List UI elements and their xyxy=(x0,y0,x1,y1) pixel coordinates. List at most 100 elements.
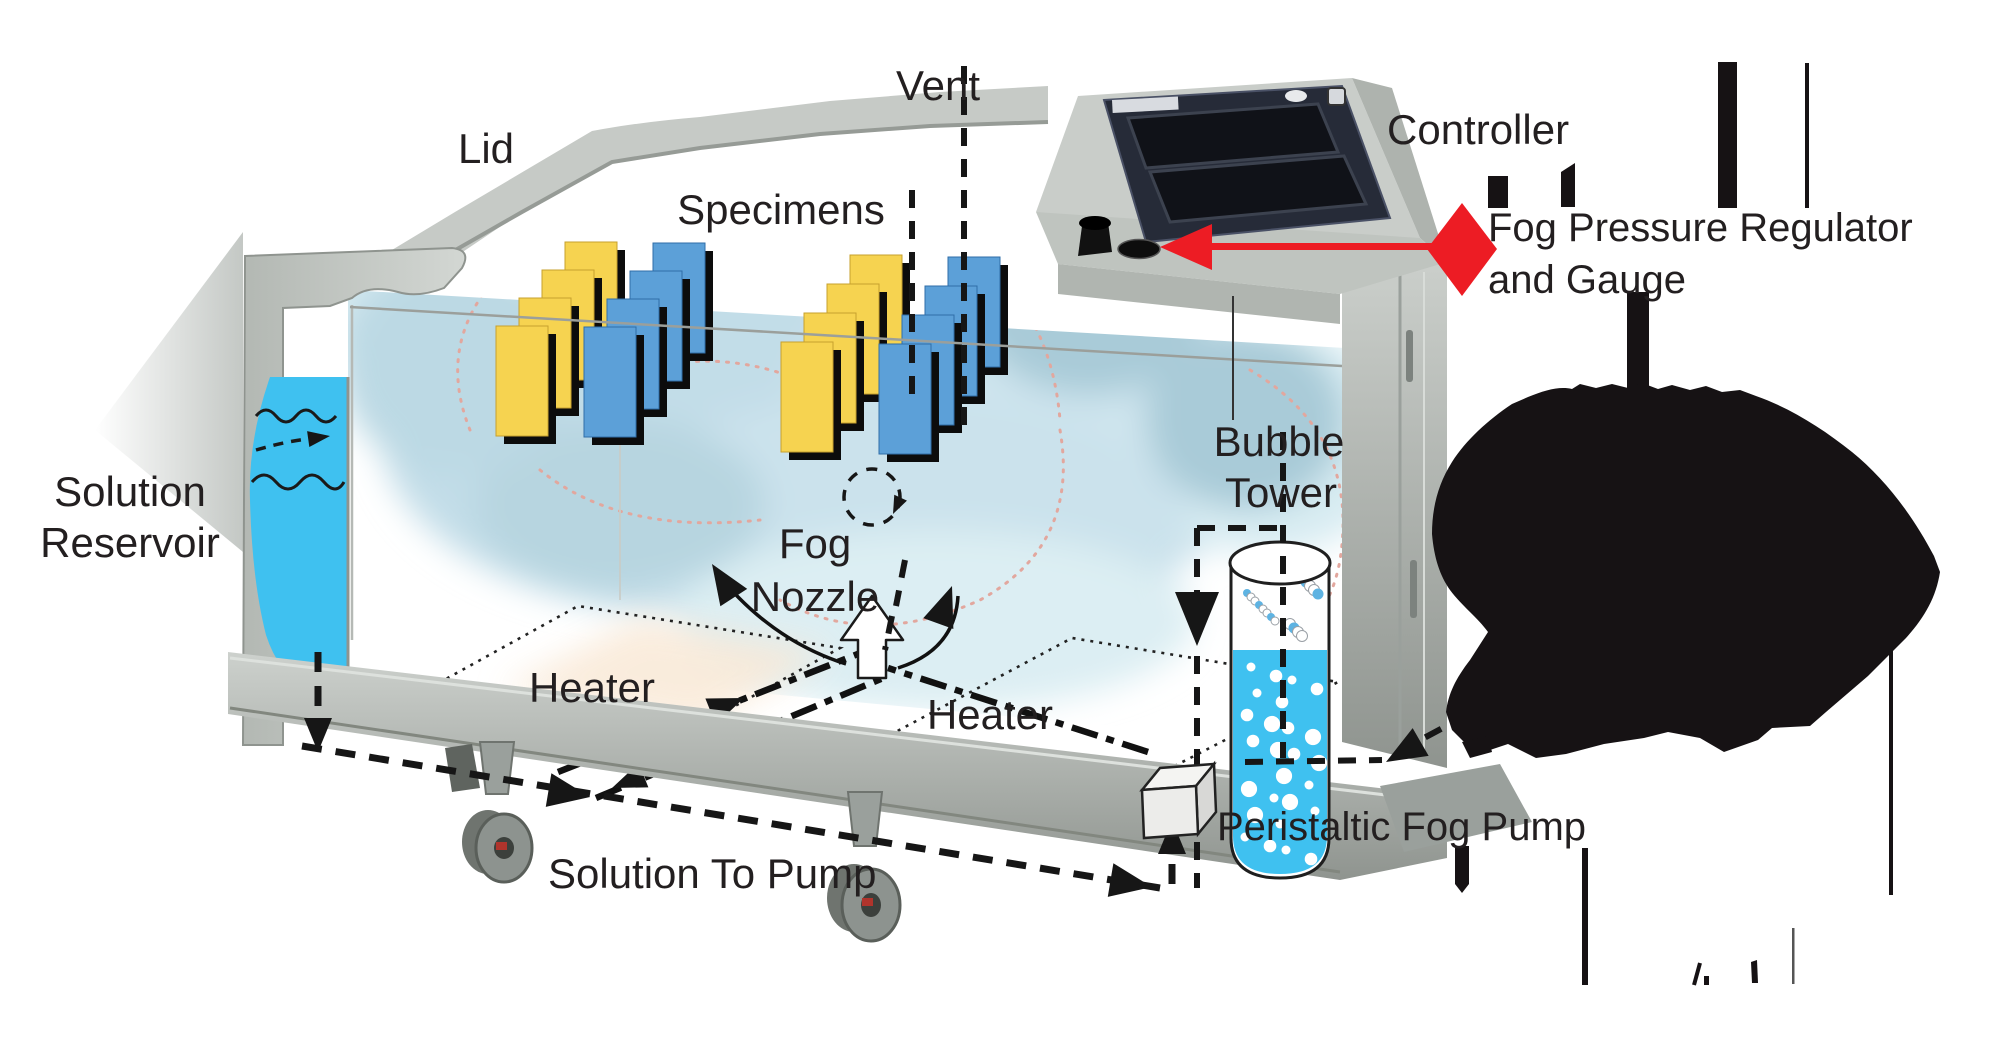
fog-spray-arc-right xyxy=(897,595,960,670)
water-flow-arrowhead xyxy=(307,431,330,447)
caster-rear-hint xyxy=(445,744,480,792)
bubble xyxy=(1304,780,1314,790)
blob-stem xyxy=(1627,292,1649,396)
artifact-mark xyxy=(1488,176,1508,208)
ink-artifacts xyxy=(1432,62,1940,986)
bubble xyxy=(1263,715,1281,733)
console-skirt xyxy=(1058,264,1340,324)
bubble-tower-bubbles xyxy=(1240,576,1328,866)
right-wall xyxy=(1342,242,1447,768)
fog-swirl xyxy=(778,428,1065,627)
bubble xyxy=(1275,819,1285,829)
fog-feed-line xyxy=(887,664,1149,756)
caster-brake-mark xyxy=(496,842,507,850)
bubble xyxy=(1269,793,1279,803)
fog-nozzle-arrow xyxy=(839,594,905,680)
power-knob-cap xyxy=(1079,216,1111,230)
label-reservoir: Reservoir xyxy=(40,519,220,566)
specimen-panel-blue xyxy=(878,343,932,455)
console-side xyxy=(1352,78,1447,262)
ink-blob-artifact xyxy=(1432,383,1940,758)
bubble xyxy=(1310,806,1320,816)
air-arrowhead xyxy=(1386,728,1429,762)
rail-right-foot xyxy=(1380,764,1532,852)
bubble xyxy=(1281,793,1299,811)
specimen-panel-yellow xyxy=(495,325,549,437)
bubble xyxy=(1275,767,1293,785)
controller-screen xyxy=(1125,102,1341,170)
bubble xyxy=(1304,852,1318,866)
bubble xyxy=(1240,832,1250,842)
label-heater-right: Heater xyxy=(927,691,1053,738)
controller-brand-strip xyxy=(1112,96,1179,113)
door-hinge xyxy=(1410,560,1417,618)
specimen-panel-blue xyxy=(583,326,637,438)
controller-screen xyxy=(1147,154,1369,224)
led-indicator xyxy=(1285,90,1307,102)
water-squiggle xyxy=(250,473,346,491)
label-bubble: Bubble xyxy=(1214,418,1345,465)
artifact-line xyxy=(1805,63,1809,208)
glass-edge-line xyxy=(349,305,1343,368)
bubble xyxy=(1287,675,1297,685)
bubble xyxy=(1252,688,1262,698)
peristaltic-pump xyxy=(1139,760,1218,840)
artifact-line xyxy=(1582,848,1588,985)
artifact-tick xyxy=(1692,962,1702,986)
spray-bubble xyxy=(1270,616,1280,626)
bubble xyxy=(1240,708,1254,722)
fog-pressure-dial xyxy=(1117,238,1161,260)
label-fog-pressure-line1: Fog Pressure Regulator xyxy=(1488,206,1913,250)
vent-lines xyxy=(842,66,967,651)
caster-front-left xyxy=(445,741,534,884)
machine-right-tower xyxy=(1342,242,1447,768)
flow-arrowhead-right xyxy=(545,773,590,807)
bubble xyxy=(1240,780,1258,798)
solution-reservoir xyxy=(249,377,350,695)
rail-shadow-line xyxy=(229,706,1341,874)
bubble xyxy=(1304,728,1322,746)
artifact-mark xyxy=(1561,163,1575,207)
artifact-dot xyxy=(1704,976,1709,985)
label-specimens: Specimens xyxy=(677,186,885,233)
solution-reservoir-liquid xyxy=(249,377,348,695)
wall-shadow-wedge xyxy=(95,232,243,552)
label-heater-left: Heater xyxy=(529,664,655,711)
bubble-tower xyxy=(1175,296,1467,888)
artifact-line xyxy=(1889,643,1893,895)
ink-blob-fragment xyxy=(1462,736,1492,758)
caster-stem xyxy=(478,741,516,795)
spray-arrowhead xyxy=(712,564,748,607)
red-pointer-arrowhead-icon xyxy=(1160,224,1212,270)
caster-front-center xyxy=(827,791,902,943)
fog-swirl-circle xyxy=(842,467,902,527)
air-arrowhead-down xyxy=(1175,592,1219,646)
bubble xyxy=(1246,662,1256,672)
fog-nozzle xyxy=(712,564,960,680)
label-tower: Tower xyxy=(1225,469,1337,516)
specimen-panel-yellow xyxy=(780,341,834,453)
lid-underside-edge xyxy=(395,120,1049,286)
red-pointer-line xyxy=(1170,243,1432,250)
swirl-dash xyxy=(893,559,908,607)
label-solution: Solution xyxy=(54,468,206,515)
bubble xyxy=(1287,747,1301,761)
label-controller: Controller xyxy=(1387,106,1569,153)
door-hinge xyxy=(1406,330,1413,382)
bubble xyxy=(1275,695,1289,709)
pump-cube-front xyxy=(1140,784,1200,840)
spray-arrowhead xyxy=(923,586,954,630)
caster-stem xyxy=(846,791,884,847)
flow-arrowhead-right xyxy=(1107,863,1152,897)
fog-pressure-pointer xyxy=(1160,203,1497,296)
label-fog: Fog xyxy=(779,520,851,567)
bubble xyxy=(1246,734,1260,748)
specimen-cluster-left xyxy=(495,241,713,445)
fog-swirl xyxy=(598,359,802,387)
solution-flow-path xyxy=(301,652,1186,897)
label-fog-pressure-line2: and Gauge xyxy=(1488,258,1686,302)
solution-flow-line xyxy=(301,742,1161,892)
artifact-stub xyxy=(1751,960,1758,983)
